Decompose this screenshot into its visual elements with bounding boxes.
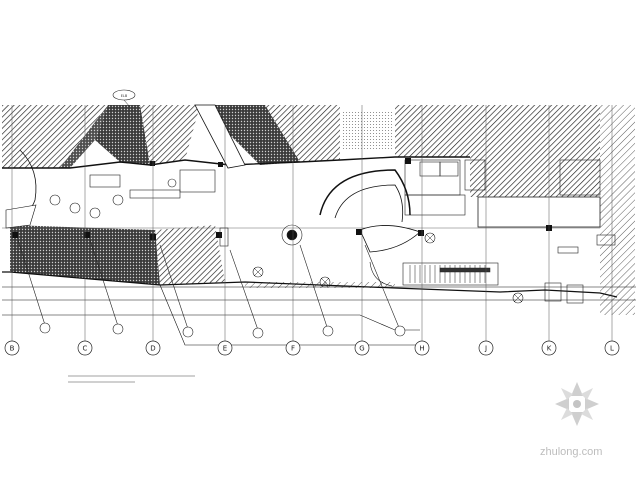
grid-label-E: E (223, 345, 227, 353)
site-features (49, 169, 524, 304)
grid-label-K: K (547, 345, 552, 353)
curved-feature-walls (5, 149, 421, 287)
grid-label-F: F (291, 345, 295, 353)
drawing-title-block (68, 375, 195, 383)
grid-label-G: G (359, 345, 364, 353)
grid-bubble-C (77, 340, 93, 356)
section-callouts (17, 239, 406, 339)
grid-bubble-L (604, 340, 620, 356)
grid-bubble-F (285, 340, 301, 356)
grid-bubble-H (414, 340, 430, 356)
zhulong-watermark-logo (555, 382, 599, 426)
grid-bubble-E (217, 340, 233, 356)
grid-label-L: L (610, 345, 614, 353)
elevation-tag-label: ELB (121, 94, 128, 98)
grid-label-B: B (10, 345, 15, 353)
grid-label-D: D (150, 345, 155, 353)
grid-bubble-B (4, 340, 20, 356)
grid-bubble-D (145, 340, 161, 356)
tree-cross-marks (253, 233, 523, 303)
grid-bubble-G (354, 340, 370, 356)
grid-bubble-K (541, 340, 557, 356)
watermark-text: zhulong.com (540, 446, 602, 458)
building-outline (2, 156, 636, 346)
diagonal-walkway (194, 104, 246, 169)
stair-treads (409, 265, 491, 283)
grid-bubble-J (478, 340, 494, 356)
elevation-tag: ELB (112, 89, 136, 108)
grid-label-H: H (419, 345, 424, 353)
hatched-building-zones (2, 105, 635, 315)
grid-label-C: C (83, 345, 88, 353)
grid-label-J: J (484, 345, 487, 353)
